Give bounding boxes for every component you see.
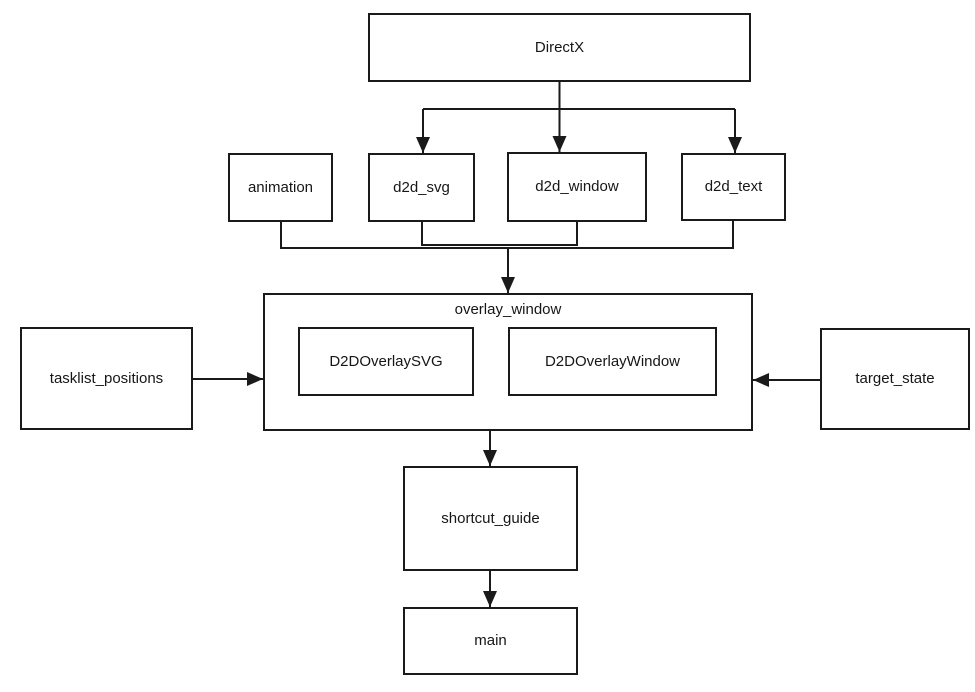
node-overlay-window-label: overlay_window <box>454 301 562 318</box>
node-d2d-svg-label: d2d_svg <box>393 178 450 196</box>
node-directx-label: DirectX <box>534 38 585 56</box>
node-tasklist-positions-label: tasklist_positions <box>49 369 164 387</box>
node-animation-label: animation <box>247 178 314 196</box>
node-target-state-label: target_state <box>855 370 935 387</box>
node-d2d-window: d2d_window <box>507 152 647 222</box>
node-d2d-text-label: d2d_text <box>704 178 763 195</box>
node-d2d-window-label: d2d_window <box>535 178 619 195</box>
node-shortcut-guide-label: shortcut_guide <box>441 509 540 527</box>
node-main-label: main <box>474 632 507 649</box>
node-animation: animation <box>228 153 333 222</box>
node-tasklist-positions: tasklist_positions <box>20 327 193 430</box>
node-main: main <box>403 607 578 675</box>
node-overlay-window: overlay_window D2DOverlaySVG D2DOverlayW… <box>263 293 753 431</box>
node-target-state: target_state <box>820 328 970 430</box>
node-d2d-overlay-svg: D2DOverlaySVG <box>298 327 474 396</box>
node-d2d-overlay-window: D2DOverlayWindow <box>508 327 717 396</box>
node-d2d-text: d2d_text <box>681 153 786 221</box>
node-directx: DirectX <box>368 13 751 82</box>
node-d2d-overlay-svg-label: D2DOverlaySVG <box>329 352 443 370</box>
node-d2d-svg: d2d_svg <box>368 153 475 222</box>
node-shortcut-guide: shortcut_guide <box>403 466 578 571</box>
node-d2d-overlay-window-label: D2DOverlayWindow <box>544 352 681 370</box>
